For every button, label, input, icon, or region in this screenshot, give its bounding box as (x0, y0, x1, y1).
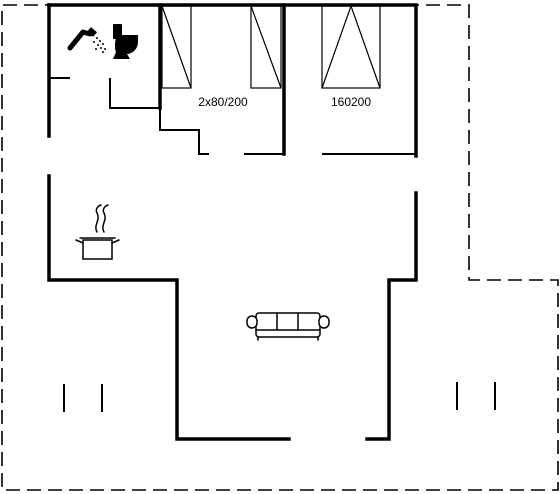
single-bed-a (161, 5, 192, 89)
opening-marks-left (63, 384, 103, 412)
bed-size-label-right: 160200 (331, 95, 371, 109)
bed-size-label-left: 2x80/200 (198, 95, 248, 109)
terrace-outline (1, 4, 559, 491)
shower-icon (67, 27, 106, 53)
partitions (50, 77, 416, 155)
toilet-icon (113, 24, 138, 59)
double-bed (321, 4, 381, 89)
opening-marks-right (456, 382, 496, 410)
cooking-pot-icon (75, 204, 120, 260)
single-bed-b (250, 5, 282, 89)
walls (47, 3, 418, 441)
sofa-icon (246, 312, 330, 341)
